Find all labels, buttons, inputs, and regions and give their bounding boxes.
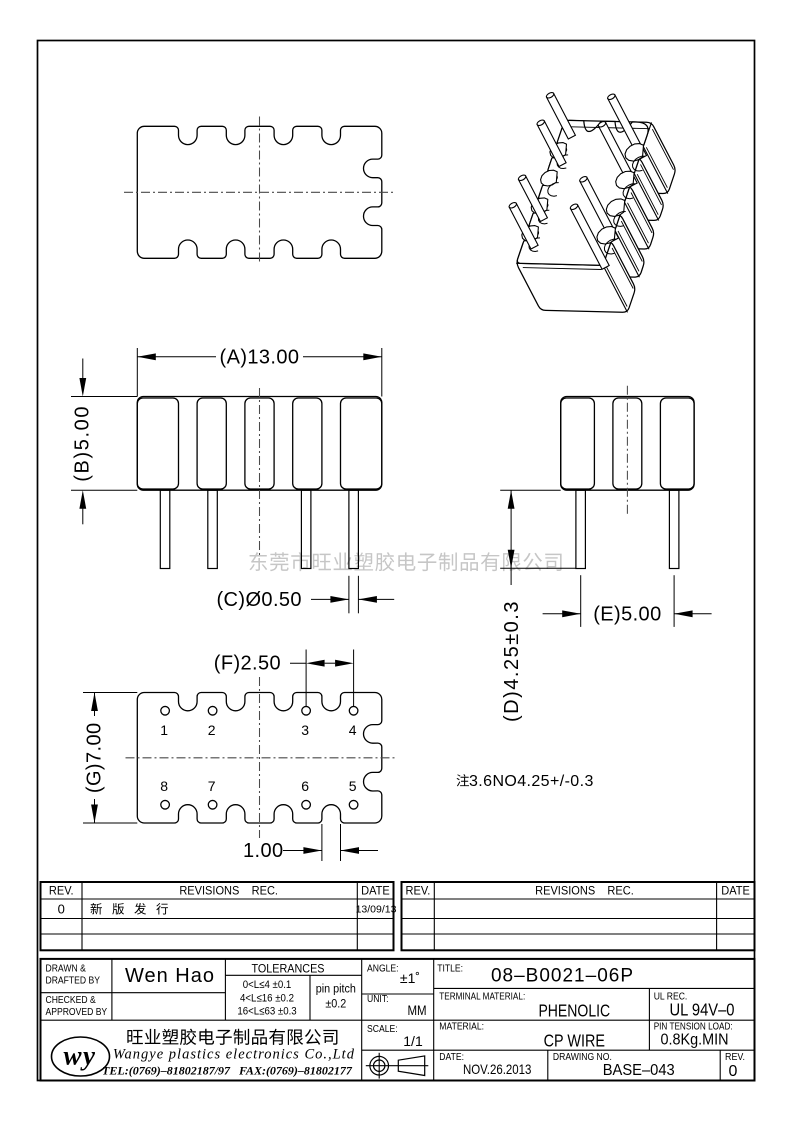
svg-text:1/1: 1/1 bbox=[403, 1033, 423, 1049]
svg-text:0: 0 bbox=[58, 902, 65, 917]
svg-text:3: 3 bbox=[301, 722, 309, 738]
svg-text:(A)13.00: (A)13.00 bbox=[220, 346, 300, 368]
svg-text:MM: MM bbox=[407, 1002, 426, 1018]
svg-text:ANGLE:: ANGLE: bbox=[367, 963, 399, 975]
svg-text:7: 7 bbox=[208, 778, 216, 794]
svg-text:CP WIRE: CP WIRE bbox=[544, 1031, 605, 1051]
svg-text:4: 4 bbox=[349, 722, 357, 738]
svg-text:Wen Hao: Wen Hao bbox=[125, 965, 215, 987]
svg-text:2: 2 bbox=[208, 722, 216, 738]
svg-text:08–B0021–06P: 08–B0021–06P bbox=[491, 966, 634, 987]
svg-text:13/09/13: 13/09/13 bbox=[356, 904, 397, 916]
svg-text:PIN TENSION LOAD:: PIN TENSION LOAD: bbox=[654, 1019, 733, 1031]
svg-text:DRAWN &: DRAWN & bbox=[46, 963, 87, 975]
svg-text:REVISIONS REC.: REVISIONS REC. bbox=[179, 885, 278, 897]
svg-text:±0.2: ±0.2 bbox=[325, 998, 346, 1011]
svg-text:TOLERANCES: TOLERANCES bbox=[252, 963, 325, 976]
svg-text:5: 5 bbox=[349, 778, 357, 794]
svg-text:1.00: 1.00 bbox=[243, 840, 284, 862]
svg-text:1: 1 bbox=[160, 722, 168, 738]
svg-text:REVISIONS REC.: REVISIONS REC. bbox=[535, 885, 634, 897]
svg-text:Wangye plastics electronics Co: Wangye plastics electronics Co.,Ltd bbox=[113, 1047, 355, 1063]
svg-text:TITLE:: TITLE: bbox=[437, 963, 463, 975]
svg-text:(F)2.50: (F)2.50 bbox=[214, 653, 281, 675]
svg-text:TEL:(0769)–81802187/97 FAX:(: TEL:(0769)–81802187/97 FAX:(0769)–818021… bbox=[102, 1064, 353, 1078]
svg-text:0: 0 bbox=[729, 1063, 738, 1080]
svg-text:wy: wy bbox=[64, 1041, 97, 1071]
svg-text:MATERIAL:: MATERIAL: bbox=[439, 1021, 484, 1033]
svg-text:DRAFTED BY: DRAFTED BY bbox=[46, 975, 101, 987]
svg-text:(G)7.00: (G)7.00 bbox=[84, 722, 106, 793]
svg-text:UL REC.: UL REC. bbox=[654, 991, 688, 1003]
svg-text:6: 6 bbox=[301, 778, 309, 794]
svg-text:PHENOLIC: PHENOLIC bbox=[538, 1001, 610, 1021]
svg-text:BASE–043: BASE–043 bbox=[603, 1061, 675, 1079]
svg-text:TERMINAL MATERIAL:: TERMINAL MATERIAL: bbox=[439, 989, 525, 1001]
svg-text:16<L≤63 ±0.3: 16<L≤63 ±0.3 bbox=[237, 1006, 297, 1018]
svg-text:(B)5.00: (B)5.00 bbox=[72, 405, 94, 482]
svg-text:(E)5.00: (E)5.00 bbox=[593, 603, 661, 625]
svg-text:REV.: REV. bbox=[406, 885, 431, 897]
svg-text:APPROVED BY: APPROVED BY bbox=[46, 1006, 108, 1018]
svg-text:0<L≤4 ±0.1: 0<L≤4 ±0.1 bbox=[243, 980, 292, 992]
svg-text:UNIT:: UNIT: bbox=[367, 993, 389, 1005]
svg-text:pin pitch: pin pitch bbox=[316, 983, 356, 996]
svg-text:NOV.26.2013: NOV.26.2013 bbox=[463, 1061, 531, 1077]
svg-text:DRAWING NO.: DRAWING NO. bbox=[553, 1051, 612, 1063]
svg-text:DATE:: DATE: bbox=[439, 1051, 464, 1063]
svg-text:REV.: REV. bbox=[49, 885, 74, 897]
svg-text:DATE: DATE bbox=[361, 885, 390, 897]
svg-text:3.6NO4.25+/-0.3: 3.6NO4.25+/-0.3 bbox=[469, 773, 594, 790]
svg-text:REV.: REV. bbox=[725, 1051, 745, 1063]
svg-text:(C)Ø0.50: (C)Ø0.50 bbox=[217, 589, 302, 611]
svg-text:(D)4.25±0.3: (D)4.25±0.3 bbox=[501, 600, 523, 722]
svg-text:UL 94V–0: UL 94V–0 bbox=[669, 1000, 734, 1020]
svg-text:8: 8 bbox=[160, 778, 168, 794]
svg-text:SCALE:: SCALE: bbox=[367, 1023, 398, 1035]
svg-text:±1˚: ±1˚ bbox=[400, 970, 420, 986]
svg-text:DATE: DATE bbox=[721, 885, 750, 897]
svg-text:4<L≤16 ±0.2: 4<L≤16 ±0.2 bbox=[240, 993, 294, 1005]
svg-text:CHECKED &: CHECKED & bbox=[46, 994, 97, 1006]
svg-text:0.8Kg.MIN: 0.8Kg.MIN bbox=[660, 1031, 728, 1049]
